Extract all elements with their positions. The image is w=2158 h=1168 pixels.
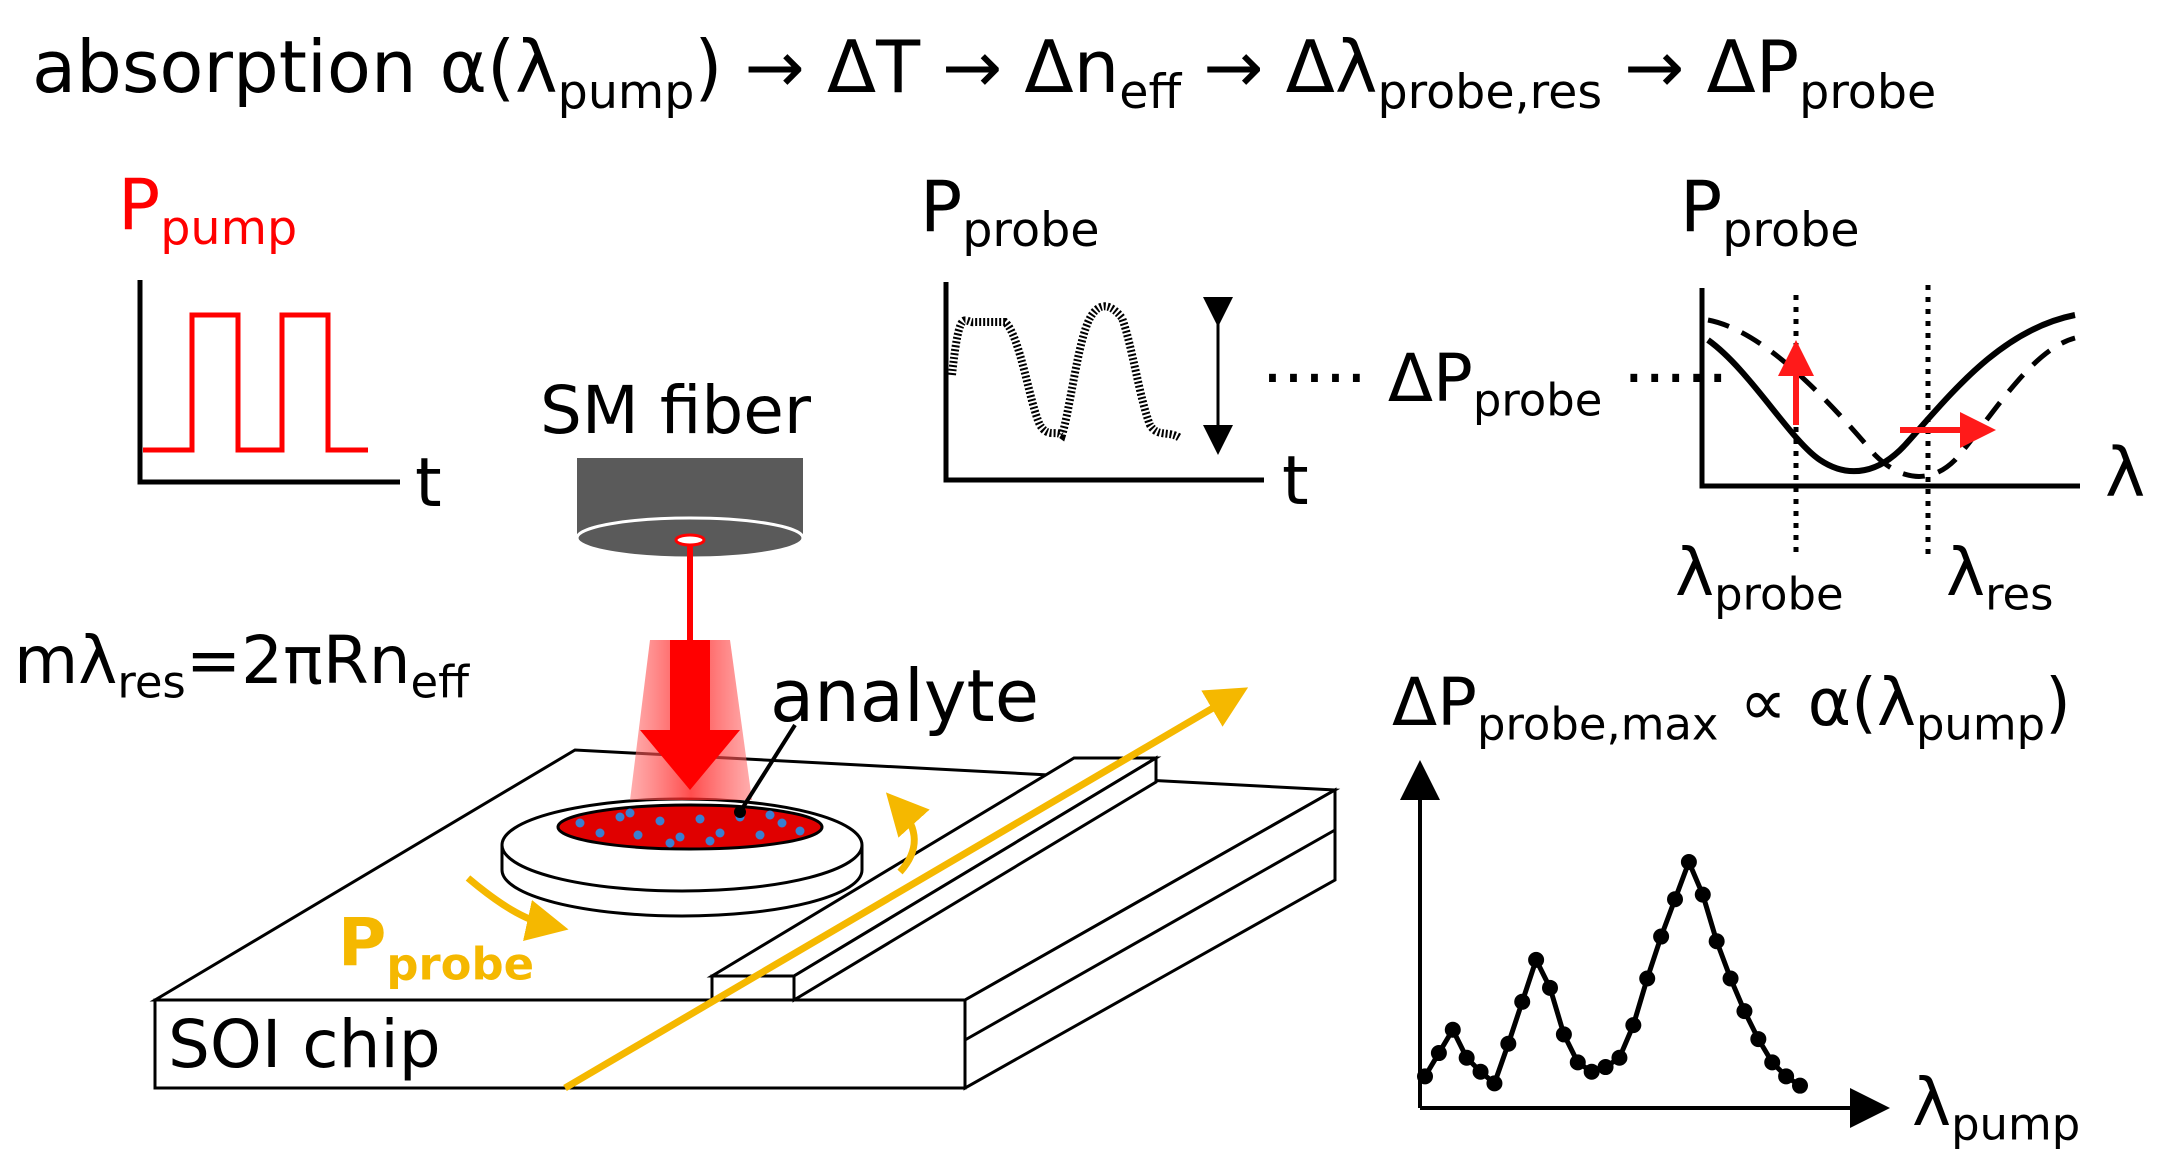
absorption-point (1444, 1021, 1461, 1038)
absorption-point (1486, 1075, 1503, 1092)
probe-beam-path (563, 687, 1249, 1092)
delta-probe-label: ····· ΔPprobe ····· (1262, 340, 1729, 427)
absorption-plot-title: ΔPprobe,max ∝ α(λpump) (1392, 664, 2071, 751)
analyte-particle (665, 838, 675, 848)
absorption-point (1500, 1035, 1517, 1052)
fiber-assembly (575, 458, 805, 800)
chain-step-temperature: ΔT (826, 25, 921, 109)
absorption-point (1667, 891, 1683, 908)
pump-pulse-trace (143, 312, 368, 453)
probe-coupling-arrow-right (885, 792, 930, 875)
spectrum-ylabel: Pprobe (1680, 166, 1860, 259)
header-chain: absorption α(λpump)→ΔT→Δneff→Δλprobe,res… (32, 26, 1936, 121)
pump-plot-xlabel: t (415, 444, 442, 523)
absorption-point (1514, 993, 1531, 1010)
probe-coupling-arrow-left (465, 875, 569, 942)
absorption-line (1422, 855, 1802, 1088)
absorption-point (1611, 1049, 1628, 1066)
pump-plot-axes (137, 280, 400, 485)
analyte-particle (765, 810, 775, 820)
absorption-point (1625, 1017, 1642, 1034)
analyte-particle (777, 818, 787, 828)
absorption-point (1583, 1063, 1600, 1080)
chip-side-face (963, 787, 1337, 1091)
absorption-point (1555, 1026, 1572, 1043)
analyte-particles (575, 808, 805, 848)
fiber-label: SM fiber (540, 372, 812, 449)
analyte-pointer (738, 723, 797, 814)
chain-step-index: Δneff (1024, 25, 1182, 121)
absorption-point (1708, 933, 1725, 950)
microdisk (500, 797, 864, 918)
absorption-plot-xlabel: λpump (1912, 1064, 2081, 1151)
analyte-particle (755, 830, 765, 840)
absorption-plot (1400, 760, 1890, 1128)
absorption-point (1653, 928, 1670, 945)
waveguide-side (792, 755, 1158, 1003)
absorption-point (1542, 979, 1558, 996)
chain-arrow-icon: → (942, 25, 1003, 109)
probe-wavelength-label: λprobe (1675, 534, 1844, 621)
analyte-particle (633, 830, 643, 840)
probe-time-xlabel: t (1282, 442, 1309, 521)
analyte-particle (595, 828, 605, 838)
absorption-point (1639, 970, 1656, 987)
chip-line (964, 828, 1336, 1042)
absorption-point (1430, 1045, 1447, 1062)
chip-label: SOI chip (168, 1006, 441, 1083)
chain-arrow-icon: → (1203, 25, 1264, 109)
spectrum-plot (1699, 285, 2080, 555)
probe-time-plot (943, 282, 1264, 483)
resonance-equation: mλres=2πRneff (14, 622, 470, 709)
analyte-particle (615, 812, 625, 822)
chip-front-face (153, 998, 967, 1090)
absorption-point (1528, 951, 1545, 968)
pump-plot-ylabel: Ppump (118, 164, 298, 257)
absorption-point (1694, 886, 1711, 903)
absorption-point (1680, 854, 1697, 870)
resonance-wavelength-label: λres (1946, 534, 2054, 621)
chain-arrow-icon: → (744, 25, 805, 109)
absorption-series (1417, 854, 1808, 1094)
spectrum-original-curve (1706, 312, 2076, 475)
absorption-point (1764, 1054, 1781, 1071)
absorption-point (1472, 1063, 1489, 1080)
analyte-particle (705, 836, 715, 846)
pump-plot (137, 280, 400, 485)
probe-time-trace (948, 302, 1183, 442)
analyte-particle (715, 828, 725, 838)
absorption-point (1778, 1068, 1795, 1085)
spectrum-xlabel: λ (2105, 434, 2146, 513)
absorption-point (1722, 970, 1739, 987)
analyte-particle (795, 826, 805, 836)
probe-time-ylabel: Pprobe (920, 166, 1100, 259)
absorption-point (1458, 1049, 1475, 1066)
analyte-particle (575, 818, 585, 828)
absorption-point (1569, 1054, 1586, 1071)
analyte-particle (655, 816, 665, 826)
analyte-particle (695, 814, 705, 824)
absorption-point (1736, 1003, 1753, 1020)
fiber-core (674, 533, 706, 547)
chain-step-absorption: absorption α(λpump) (32, 25, 723, 121)
probe-light-label: Pprobe (338, 904, 535, 991)
chain-step-resonance-shift: Δλprobe,res (1285, 25, 1603, 121)
spectrum-axes (1699, 288, 2080, 489)
chain-arrow-icon: → (1624, 25, 1685, 109)
analyte-label: analyte (770, 654, 1040, 738)
excitation-arrow (640, 640, 740, 790)
absorption-point (1597, 1059, 1614, 1076)
chain-step-probe-power: ΔPprobe (1706, 25, 1937, 121)
absorption-point (1792, 1077, 1808, 1094)
analyte-pointer-dot (734, 806, 746, 818)
absorption-point (1750, 1031, 1767, 1048)
analyte-particle (675, 832, 685, 842)
absorption-point (1417, 1068, 1433, 1085)
analyte-particle (625, 808, 635, 818)
probe-time-axes (943, 282, 1264, 483)
